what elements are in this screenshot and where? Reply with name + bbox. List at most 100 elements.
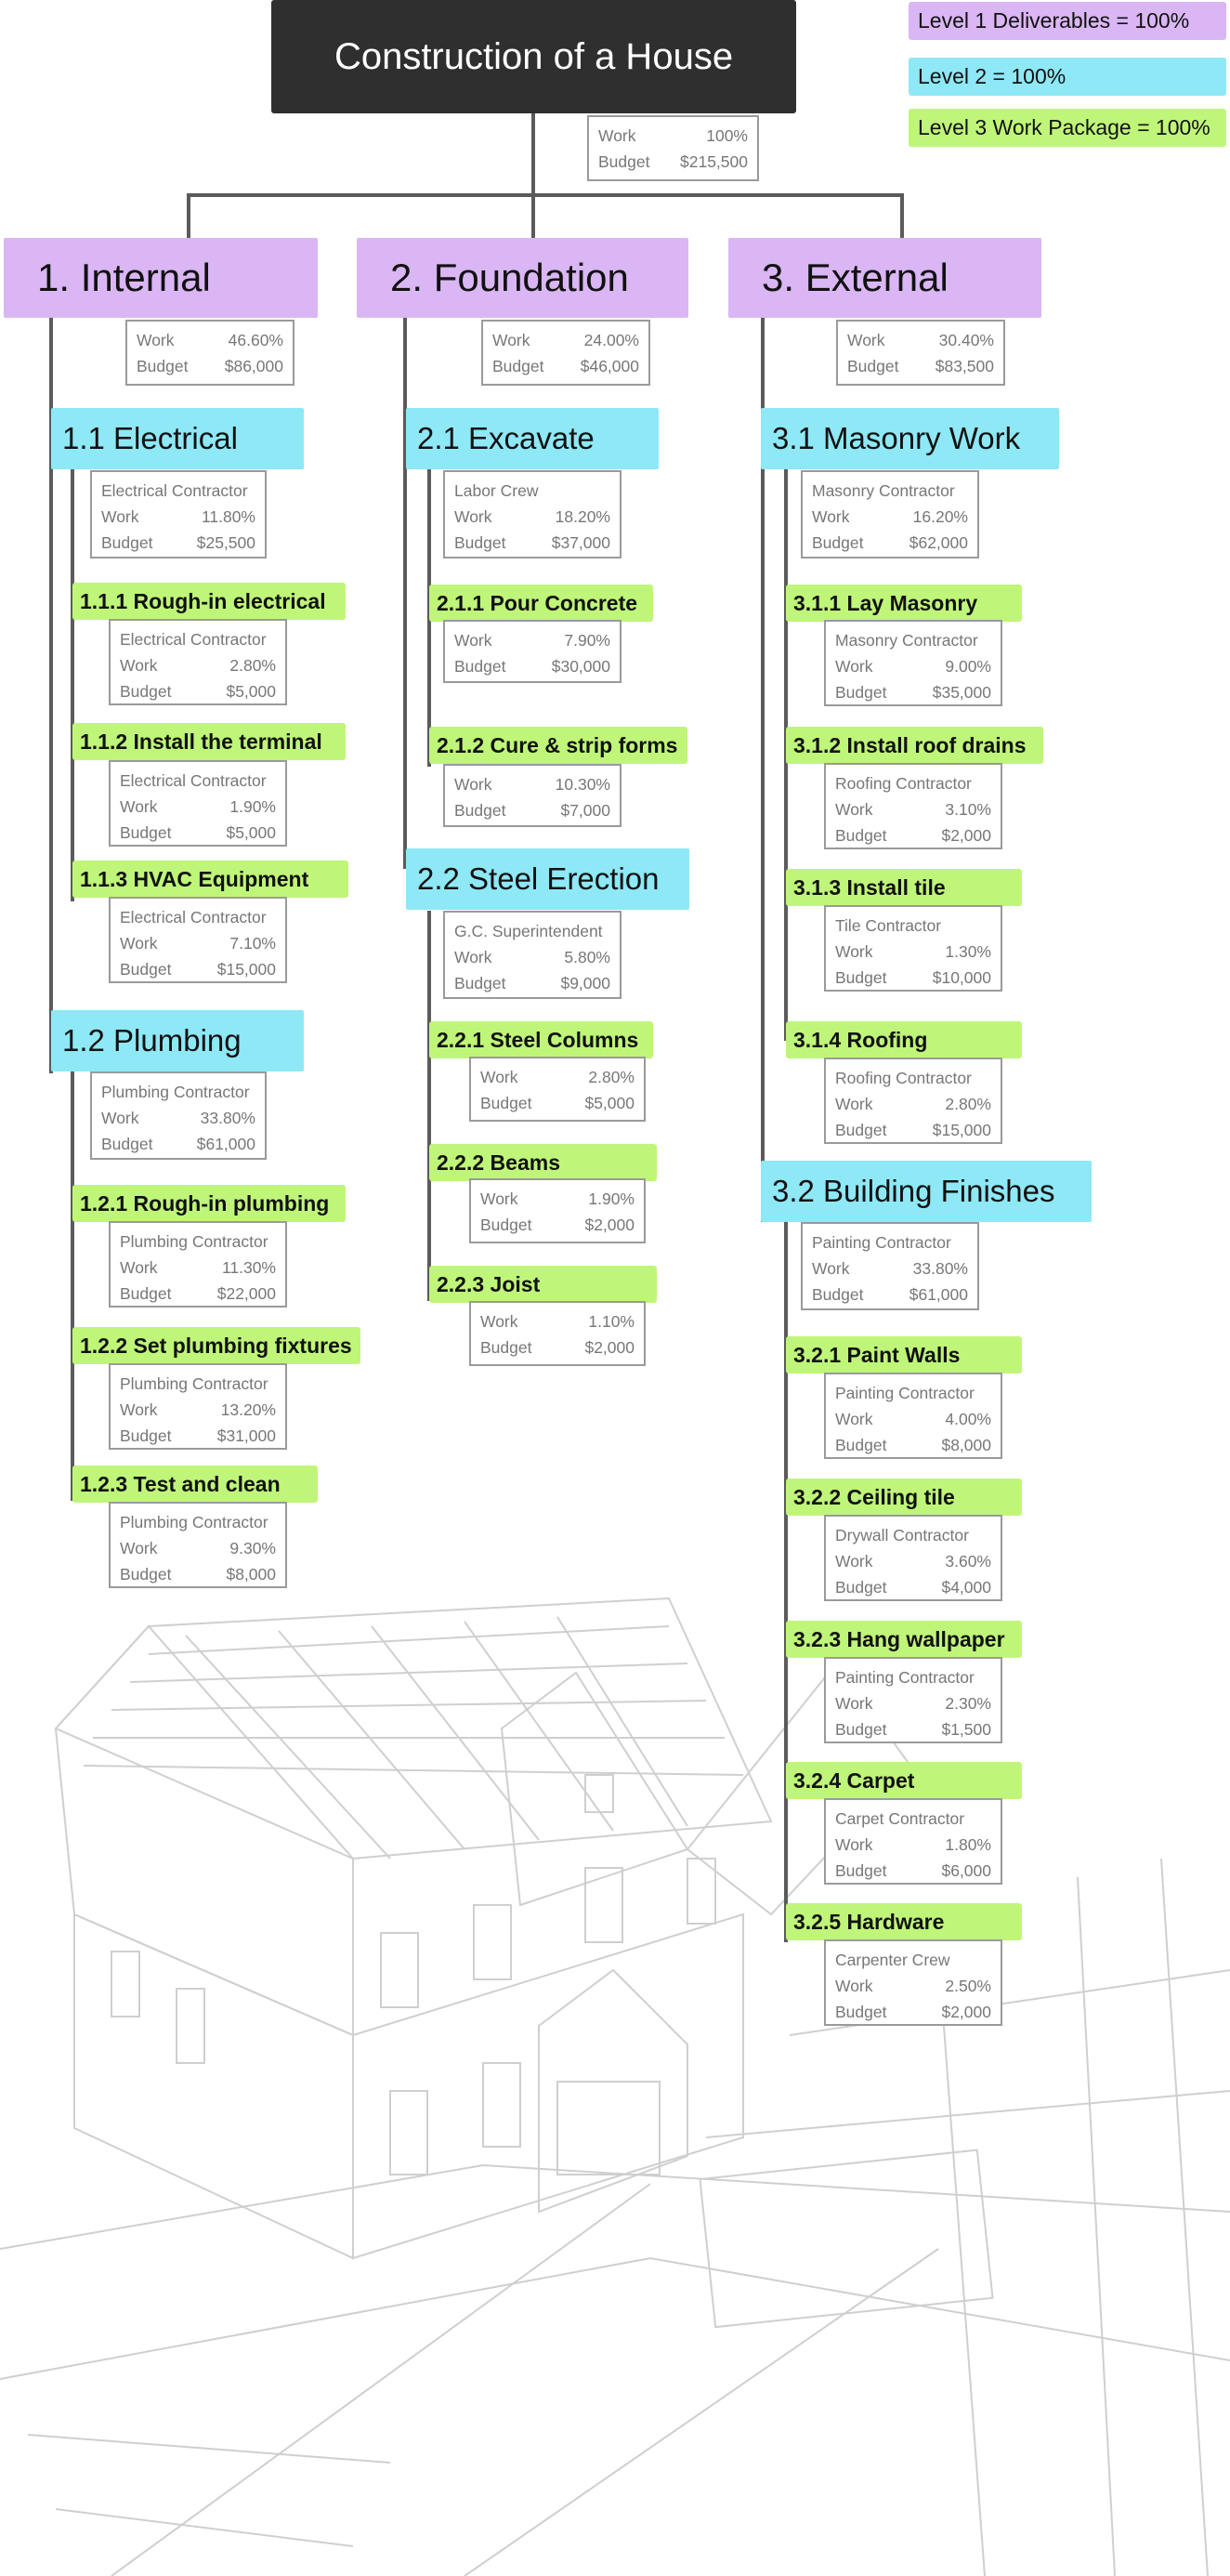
work-value: 2.30% [945, 1694, 991, 1713]
node-title: 3.2 Building Finishes [772, 1174, 1055, 1208]
work-label: Work [120, 1539, 158, 1557]
work-label: Work [835, 1694, 873, 1713]
work-value: 13.20% [220, 1400, 276, 1419]
node-title: 3.2.1 Paint Walls [793, 1342, 961, 1367]
work-value: 3.10% [945, 800, 991, 819]
legend-level3: Level 3 Work Package = 100% [909, 109, 1226, 147]
budget-value: $30,000 [551, 657, 610, 676]
node-3-2-1: 3.2.1 Paint Walls [786, 1336, 1022, 1373]
legend-level2: Level 2 = 100% [909, 58, 1226, 96]
work-label: Work [835, 1410, 873, 1428]
legend-level1: Level 1 Deliverables = 100% [909, 2, 1226, 40]
work-value: 11.80% [201, 507, 255, 526]
work-label: Work [120, 1258, 158, 1277]
budget-label: Budget [120, 960, 172, 979]
info-row: Budget$5,000 [120, 820, 276, 846]
work-label: Work [480, 1068, 518, 1086]
work-label: Work [137, 331, 175, 349]
info-row: Budget$2,000 [835, 1999, 991, 2025]
node-title: 1. Internal [37, 256, 211, 299]
owner-label: Carpet Contractor [835, 1809, 965, 1828]
legend-label: Level 1 Deliverables = 100% [918, 8, 1190, 33]
owner-label: G.C. Superintendent [454, 922, 603, 940]
info-row: Budget$7,000 [454, 797, 610, 823]
node-title: 3.1.1 Lay Masonry [793, 590, 978, 615]
work-label: Work [454, 507, 492, 526]
info-row: Budget$15,000 [120, 956, 276, 982]
work-value: 2.80% [229, 656, 276, 675]
node-title: 2.2.3 Joist [437, 1271, 541, 1296]
budget-value: $4,000 [941, 1578, 991, 1597]
node-title: 3.2.3 Hang wallpaper [793, 1626, 1005, 1651]
owner-label: Electrical Contractor [120, 771, 267, 790]
root-title: Construction of a House [271, 0, 796, 113]
node-2-2-steel-erection: 2.2 Steel Erection [406, 848, 689, 910]
node-1-2-3: 1.2.3 Test and clean [72, 1465, 318, 1503]
node-2-2-1: 2.2.1 Steel Columns [429, 1021, 653, 1058]
budget-label: Budget [835, 683, 887, 702]
node-1-1-electrical: 1.1 Electrical [51, 408, 304, 469]
budget-value: $86,000 [224, 357, 283, 375]
work-label: Work [120, 656, 158, 675]
info-row: Budget$46,000 [492, 353, 639, 379]
node-title: 2. Foundation [390, 256, 629, 299]
budget-label: Budget [835, 1436, 887, 1454]
owner-label: Plumbing Contractor [120, 1513, 268, 1531]
node-1-1-1: 1.1.1 Rough-in electrical [72, 583, 346, 620]
info-row: Budget$25,500 [101, 530, 255, 556]
node-title: 3.2.2 Ceiling tile [793, 1484, 955, 1509]
work-label: Work [454, 775, 492, 794]
legend-label: Level 3 Work Package = 100% [918, 115, 1210, 139]
info-row: Budget$37,000 [454, 530, 610, 556]
budget-label: Budget [835, 1861, 887, 1880]
node-title: 2.1 Excavate [417, 421, 595, 455]
budget-value: $2,000 [584, 1216, 635, 1234]
info-row: Budget$61,000 [812, 1281, 968, 1308]
owner-label: Plumbing Contractor [101, 1083, 250, 1101]
info-row: Budget$86,000 [137, 353, 283, 379]
node-title: 3. External [762, 256, 949, 299]
budget-label: Budget [120, 1565, 172, 1584]
node-3-1-masonry-work: 3.1 Masonry Work [761, 408, 1059, 469]
node-title: 3.1 Masonry Work [772, 421, 1021, 455]
budget-value: $5,000 [226, 682, 276, 701]
work-label: Work [835, 1977, 873, 1995]
work-label: Work [454, 631, 492, 650]
info-row: Budget$215,500 [598, 149, 748, 175]
work-value: 30.40% [938, 331, 994, 349]
work-label: Work [835, 800, 873, 819]
work-label: Work [812, 1259, 850, 1278]
info-row: Budget$2,000 [480, 1334, 635, 1360]
budget-label: Budget [835, 826, 887, 845]
node-title: 1.1.1 Rough-in electrical [80, 588, 326, 613]
budget-value: $46,000 [580, 357, 639, 375]
budget-value: $5,000 [226, 823, 276, 842]
info-row: Budget$8,000 [835, 1432, 991, 1458]
work-value: 10.30% [555, 775, 610, 794]
node-title: 3.1.2 Install roof drains [793, 732, 1027, 757]
work-value: 1.80% [945, 1835, 991, 1854]
node-title: 1.1.3 HVAC Equipment [80, 866, 309, 891]
budget-label: Budget [812, 1285, 864, 1304]
node-2-1-1: 2.1.1 Pour Concrete [429, 585, 653, 622]
budget-value: $2,000 [941, 826, 991, 845]
work-label: Work [454, 948, 492, 966]
budget-value: $35,000 [932, 683, 991, 702]
work-label: Work [812, 507, 850, 526]
